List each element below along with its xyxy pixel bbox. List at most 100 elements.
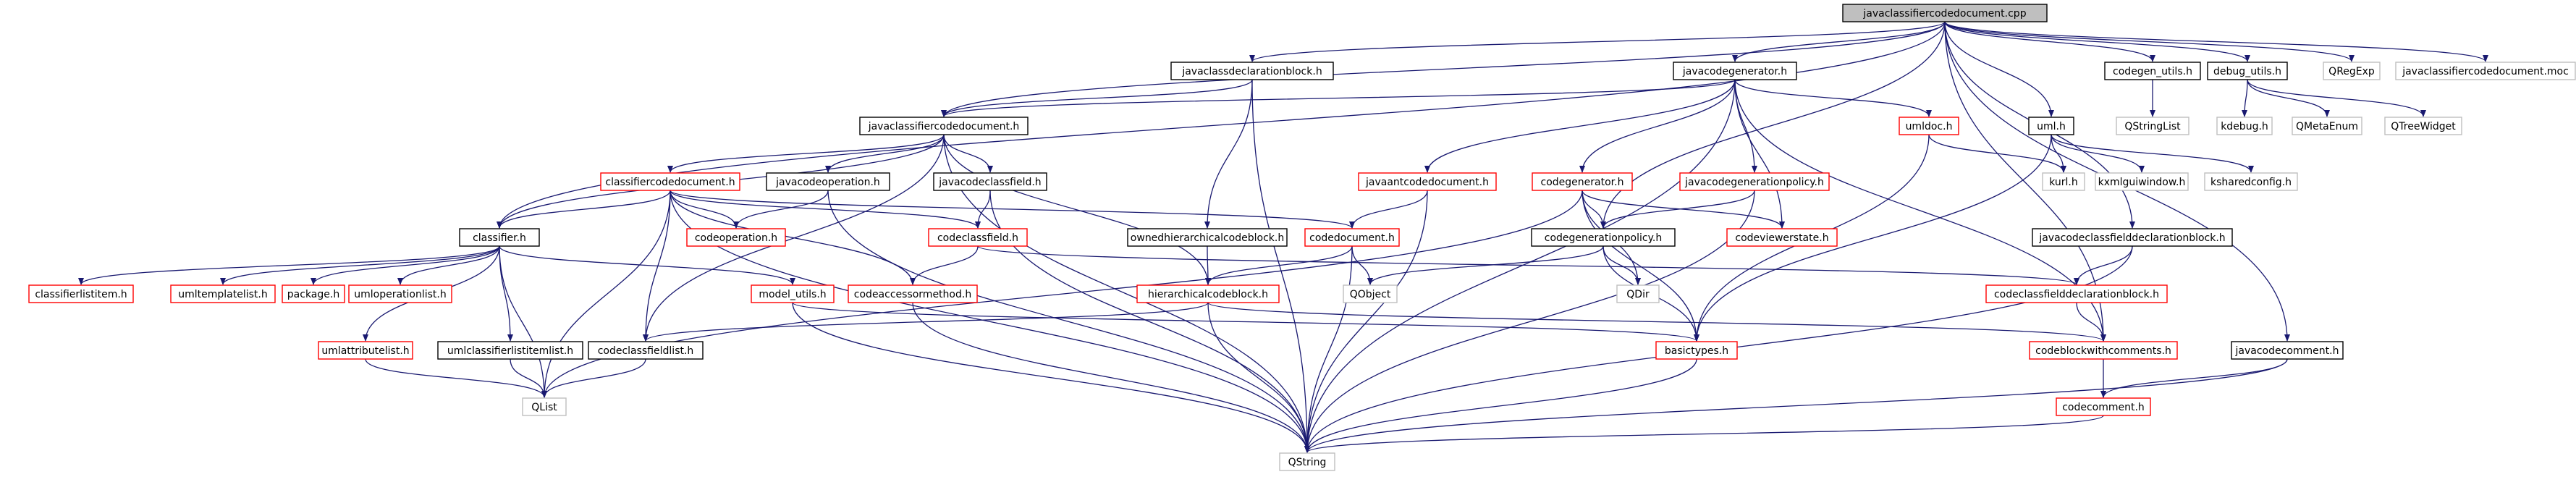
node-label: debug_utils.h <box>2213 66 2281 77</box>
node-javacodeoperation-h[interactable]: javacodeoperation.h <box>766 172 890 191</box>
node-qlist[interactable]: QList <box>522 397 567 416</box>
node-codegen-utils-h[interactable]: codegen_utils.h <box>2104 62 2201 80</box>
edge-jcg-to-qstring <box>1304 79 1736 453</box>
node-codeclassfieldlist-h[interactable]: codeclassfieldlist.h <box>588 341 704 360</box>
node-classifiercodedocument-h[interactable]: classifiercodedocument.h <box>600 172 740 191</box>
node-label: javaclassdeclarationblock.h <box>1181 66 1322 77</box>
node-umlclassifierlistitemlist-h[interactable]: umlclassifierlistitemlist.h <box>437 341 583 360</box>
edge-cam-to-qstring <box>912 302 1310 453</box>
node-box <box>1616 284 1660 303</box>
node-javaclassifiercodedocument-h[interactable]: javaclassifiercodedocument.h <box>859 117 1029 135</box>
node-label: kdebug.h <box>2221 121 2268 132</box>
node-umloperationlist-h[interactable]: umloperationlist.h <box>348 284 452 303</box>
node-label: hierarchicalcodeblock.h <box>1148 289 1268 300</box>
node-codeoperation-h[interactable]: codeoperation.h <box>686 228 786 247</box>
node-label: codeclassfield.h <box>937 232 1018 244</box>
node-javaclassifiercodedocument-moc[interactable]: javaclassifiercodedocument.moc <box>2395 62 2576 80</box>
node-javaclassifiercodedocument-cpp[interactable]: javaclassifiercodedocument.cpp <box>1842 4 2048 22</box>
edge-cgp-to-qdir <box>1602 245 1641 285</box>
node-ownedhierarchicalcodeblock-h[interactable]: ownedhierarchicalcodeblock.h <box>1127 228 1288 247</box>
node-qdir[interactable]: QDir <box>1616 284 1660 303</box>
node-qmetaenum[interactable]: QMetaEnum <box>2292 117 2362 135</box>
edge-root-to-cgutils <box>1944 21 2155 62</box>
edge-jcdb-to-ohcb <box>1204 79 1253 229</box>
node-model-utils-h[interactable]: model_utils.h <box>751 284 835 303</box>
node-box <box>1343 284 1398 303</box>
edge-codedoc-to-qobject <box>1351 245 1373 285</box>
node-qregexp[interactable]: QRegExp <box>2323 62 2381 80</box>
node-kdebug-h[interactable]: kdebug.h <box>2216 117 2273 135</box>
edge-jcg-to-jcgp <box>1734 79 1757 173</box>
node-codegenerationpolicy-h[interactable]: codegenerationpolicy.h <box>1531 228 1676 247</box>
node-label: QMetaEnum <box>2296 121 2358 132</box>
node-label: javacodegenerator.h <box>1682 66 1787 77</box>
edge-umlh-to-kxml <box>2051 134 2145 173</box>
node-qobject[interactable]: QObject <box>1343 284 1398 303</box>
edge-classifier-to-pkg <box>311 245 500 285</box>
node-javacodeclassfielddeclarationblock-h[interactable]: javacodeclassfielddeclarationblock.h <box>2032 228 2233 247</box>
edge-jcg-to-jacd <box>1424 79 1736 173</box>
edge-cgp-to-qobject <box>1367 245 1604 285</box>
edge-classifier-to-qlist <box>499 245 547 398</box>
node-label: codegen_utils.h <box>2113 66 2192 77</box>
edge-umlh-to-kurl <box>2051 134 2066 173</box>
edge-root-to-jcg <box>1732 21 1946 62</box>
node-javaclassdeclarationblock-h[interactable]: javaclassdeclarationblock.h <box>1170 62 1334 80</box>
node-box <box>2384 117 2462 135</box>
node-classifierlistitem-h[interactable]: classifierlistitem.h <box>28 284 134 303</box>
node-codegenerator-h[interactable]: codegenerator.h <box>1532 172 1633 191</box>
node-box <box>1985 284 2168 303</box>
edge-root-to-jcdb <box>1249 21 1946 62</box>
node-ksharedconfig-h[interactable]: ksharedconfig.h <box>2204 172 2298 191</box>
node-javacodecomment-h[interactable]: javacodecomment.h <box>2231 341 2344 360</box>
node-basictypes-h[interactable]: basictypes.h <box>1655 341 1738 360</box>
node-codeaccessormethod-h[interactable]: codeaccessormethod.h <box>848 284 978 303</box>
node-box <box>600 172 740 191</box>
node-classifier-h[interactable]: classifier.h <box>459 228 540 247</box>
node-javacodegenerationpolicy-h[interactable]: javacodegenerationpolicy.h <box>1679 172 1830 191</box>
node-qtreewidget[interactable]: QTreeWidget <box>2384 117 2462 135</box>
node-label: codedocument.h <box>1309 232 1395 244</box>
node-qstring[interactable]: QString <box>1279 452 1335 471</box>
node-qstringlist[interactable]: QStringList <box>2116 117 2189 135</box>
node-kxmlguiwindow-h[interactable]: kxmlguiwindow.h <box>2095 172 2189 191</box>
node-debug-utils-h[interactable]: debug_utils.h <box>2207 62 2288 80</box>
node-kurl-h[interactable]: kurl.h <box>2042 172 2085 191</box>
edge-jcdh-to-hcb <box>943 134 1211 285</box>
node-umltemplatelist-h[interactable]: umltemplatelist.h <box>170 284 276 303</box>
node-codeclassfielddeclarationblock-h[interactable]: codeclassfielddeclarationblock.h <box>1985 284 2168 303</box>
edge-root-to-jcdmoc <box>1944 21 2488 62</box>
edge-mu-to-bt <box>792 302 1699 342</box>
edge-root-to-classifier <box>497 21 1946 229</box>
node-box <box>2095 172 2189 191</box>
node-box <box>2029 341 2178 360</box>
node-javaantcodedocument-h[interactable]: javaantcodedocument.h <box>1358 172 1497 191</box>
node-umldoc-h[interactable]: umldoc.h <box>1899 117 1959 135</box>
node-box <box>2032 228 2233 247</box>
node-javacodegenerator-h[interactable]: javacodegenerator.h <box>1673 62 1797 80</box>
node-codecomment-h[interactable]: codecomment.h <box>2056 397 2151 416</box>
node-codeblockwithcomments-h[interactable]: codeblockwithcomments.h <box>2029 341 2178 360</box>
node-hierarchicalcodeblock-h[interactable]: hierarchicalcodeblock.h <box>1136 284 1280 303</box>
node-codeviewerstate-h[interactable]: codeviewerstate.h <box>1726 228 1838 247</box>
node-box <box>1136 284 1280 303</box>
edge-bt-to-qstring <box>1304 358 1697 453</box>
node-label: umlattributelist.h <box>321 345 409 357</box>
node-uml-h[interactable]: uml.h <box>2028 117 2074 135</box>
edge-jacd-to-codedoc <box>1349 190 1428 229</box>
node-codeclassfield-h[interactable]: codeclassfield.h <box>928 228 1028 247</box>
node-package-h[interactable]: package.h <box>282 284 345 303</box>
node-label: QList <box>531 402 557 413</box>
edge-hcb-to-ccfl <box>643 302 1209 342</box>
edge-jcdb-to-qstring <box>1251 79 1310 453</box>
edge-jcg-to-cg <box>1579 79 1736 173</box>
node-box <box>1679 172 1830 191</box>
node-codedocument-h[interactable]: codedocument.h <box>1304 228 1400 247</box>
node-umlattributelist-h[interactable]: umlattributelist.h <box>318 341 413 360</box>
node-label: kxmlguiwindow.h <box>2098 177 2186 188</box>
node-javacodeclassfield-h[interactable]: javacodeclassfield.h <box>933 172 1047 191</box>
node-box <box>318 341 413 360</box>
edge-umlh-to-kshared <box>2051 134 2254 173</box>
node-box <box>2207 62 2288 80</box>
edge-classifier-to-cli <box>78 245 500 285</box>
